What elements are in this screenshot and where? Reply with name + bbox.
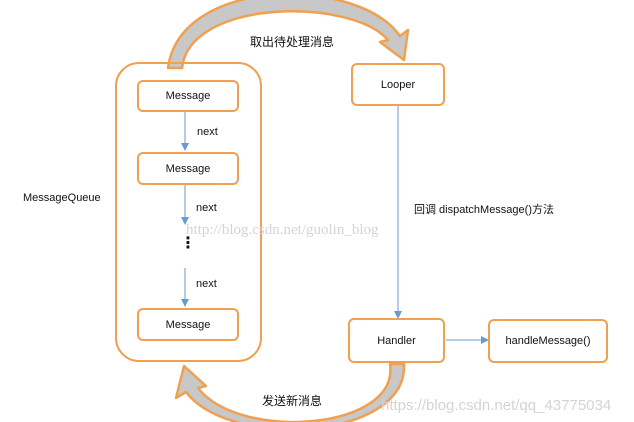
message-queue-container: [115, 62, 262, 362]
looper-box: Looper: [351, 63, 445, 106]
bottom-curved-arrow: [174, 362, 406, 422]
watermark-bottom-right: https://blog.csdn.net/qq_43775034: [381, 397, 612, 414]
message-queue-label: MessageQueue: [23, 192, 101, 204]
top-arrow-label: 取出待处理消息: [250, 35, 335, 49]
next-label-1: next: [197, 126, 218, 138]
handler-box: Handler: [348, 318, 445, 363]
next-label-2: next: [196, 202, 217, 214]
bottom-arrow-label: 发送新消息: [262, 394, 323, 408]
top-curved-arrow: [166, 0, 410, 70]
message-box-1: Message: [137, 80, 239, 112]
message-box-3: Message: [137, 308, 239, 341]
handle-message-box: handleMessage(): [488, 319, 608, 363]
callback-label: 回调 dispatchMessage()方法: [414, 204, 554, 216]
ellipsis: ⋮: [180, 235, 196, 252]
watermark-center: http://blog.csdn.net/guolin_blog: [186, 222, 379, 238]
message-box-2: Message: [137, 152, 239, 185]
next-label-3: next: [196, 278, 217, 290]
